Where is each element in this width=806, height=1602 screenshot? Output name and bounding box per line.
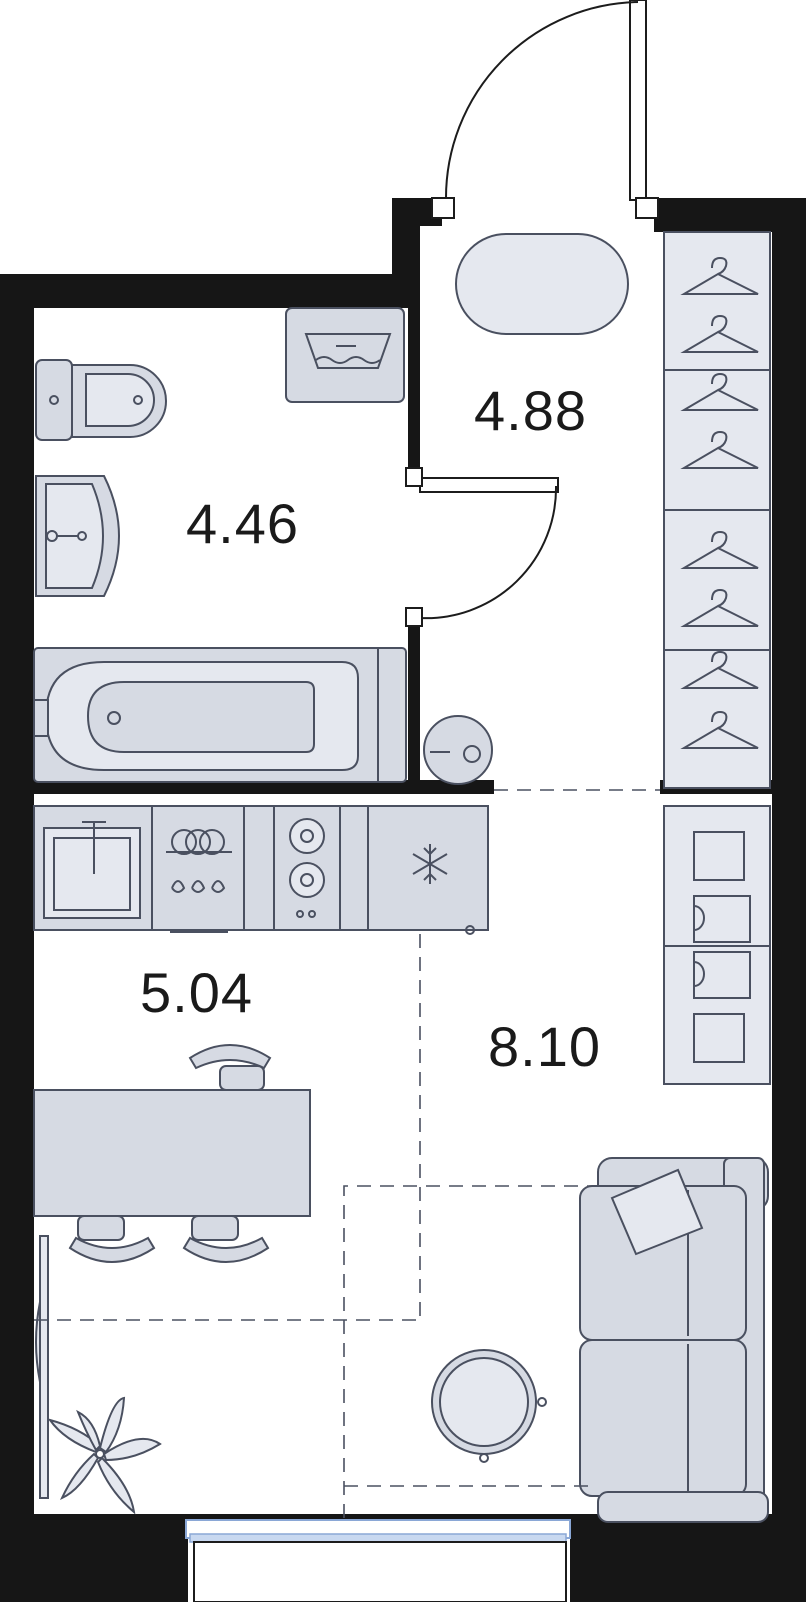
dishwasher-icon <box>166 829 232 933</box>
mirror-icon <box>35 1235 49 1499</box>
hanger-icon <box>680 314 759 353</box>
sink-icon <box>35 475 120 597</box>
shelf-unit <box>663 805 771 1085</box>
chair-icon <box>188 1044 272 1091</box>
living-fixtures <box>431 1157 769 1523</box>
entrance-door <box>431 0 659 219</box>
kitchen-fixtures <box>33 805 489 935</box>
area-label-kitchen: 5.04 <box>140 961 253 1024</box>
kitchen-sink-icon <box>43 821 141 919</box>
area-label-bathroom: 4.46 <box>186 492 299 555</box>
toilet-icon <box>35 359 167 441</box>
hanger-icon <box>680 530 759 569</box>
stove-icon <box>289 818 325 918</box>
wall-left <box>0 274 34 1602</box>
bathroom-door <box>405 467 559 627</box>
wall-bath-bottom <box>34 780 494 794</box>
wall-bottom-left <box>0 1528 188 1602</box>
bathtub-icon <box>33 647 407 783</box>
storage-box-icon <box>693 831 751 1063</box>
hanger-icon <box>680 588 759 627</box>
hallway-fixtures <box>423 231 771 1085</box>
plant-icon <box>47 1396 162 1515</box>
wall-bath-hall-lower <box>408 620 420 790</box>
coffee-table-icon <box>431 1349 547 1463</box>
area-labels: 4.46 4.88 5.04 8.10 <box>140 379 601 1078</box>
washing-machine-icon <box>285 307 405 403</box>
doormat-icon <box>455 233 629 335</box>
hanger-icon <box>680 710 759 749</box>
dining-set <box>33 1044 311 1263</box>
hanger-icon <box>680 256 759 295</box>
chair-icon <box>68 1215 156 1263</box>
area-label-living: 8.10 <box>488 1015 601 1078</box>
wall-right <box>772 198 806 1602</box>
wardrobe <box>663 231 771 789</box>
walls <box>0 198 806 1602</box>
wall-bottom-right <box>570 1528 806 1602</box>
hanger-icon <box>680 650 759 689</box>
hanger-icon <box>680 372 759 411</box>
wall-top-bathroom <box>0 274 392 308</box>
fridge-snowflake-icon <box>412 844 475 935</box>
dining-table <box>33 1089 311 1217</box>
hanger-icon <box>680 430 759 469</box>
zone-dividers <box>34 789 660 1518</box>
area-label-hallway: 4.88 <box>474 379 587 442</box>
wall-bath-hall-upper <box>408 300 420 468</box>
hanger-icons <box>680 256 759 749</box>
robot-vacuum-icon <box>423 715 493 785</box>
sofa-icon <box>579 1157 769 1523</box>
chair-icon <box>182 1215 270 1263</box>
window <box>185 1519 571 1602</box>
bathroom-fixtures <box>33 307 407 783</box>
